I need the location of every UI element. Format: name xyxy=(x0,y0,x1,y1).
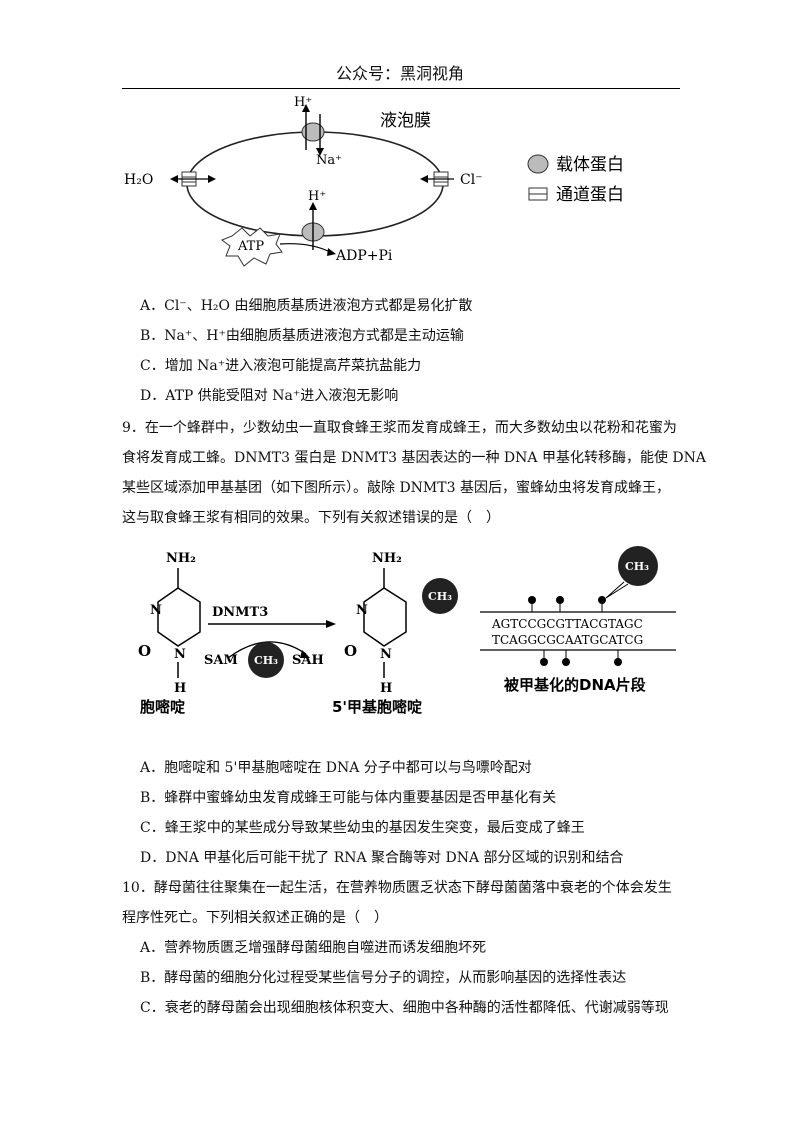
h-bottom-label: H⁺ xyxy=(308,189,326,204)
ch3-bubble-b xyxy=(422,578,458,614)
adp-label: ADP+Pi xyxy=(335,248,393,264)
na-label: Na⁺ xyxy=(316,153,342,168)
ch3-label-c: CH₃ xyxy=(625,560,649,573)
legend-channel-label: 通道蛋白 xyxy=(556,185,624,205)
cytosine-n-bottom: N xyxy=(174,647,186,662)
atp-label: ATP xyxy=(237,239,264,254)
q9-option-c: C．蜂王浆中的某些成分导致某些幼虫的基因发生突变，最后变成了蜂王 xyxy=(140,820,585,836)
ch3-label-a: CH₃ xyxy=(254,654,278,667)
q9-line-1: 9．在一个蜂群中，少数幼虫一直取食蜂王浆而发育成蜂王，而大多数幼虫以花粉和花蜜为 xyxy=(122,420,677,436)
cytosine-nh2: NH₂ xyxy=(166,551,196,566)
membrane-label: 液泡膜 xyxy=(380,111,431,131)
q9-option-d: D．DNA 甲基化后可能干扰了 RNA 聚合酶等对 DNA 部分区域的识别和结合 xyxy=(140,850,624,866)
vacuole-membrane xyxy=(186,131,444,237)
q9-option-b: B．蜂群中蜜蜂幼虫发育成蜂王可能与体内重要基因是否甲基化有关 xyxy=(140,790,557,806)
dna-methylation-diagram: NH₂ N N O H 胞嘧啶 DNMT3 SAM SAH CH₃ NH₂ N … xyxy=(138,546,676,716)
atp-burst xyxy=(220,227,283,267)
sah-label: SAH xyxy=(292,653,324,668)
q8-option-b: B．Na⁺、H⁺由细胞质基质进液泡方式都是主动运输 xyxy=(140,328,464,344)
q8-option-a: A．Cl⁻、H₂O 由细胞质基质进液泡方式都是易化扩散 xyxy=(140,298,473,314)
vacuole-transport-diagram: 液泡膜 H⁺ Na⁺ H₂O Cl⁻ H⁺ ATP ADP+Pi 载体蛋白 通道… xyxy=(124,95,624,267)
cytosine-h: H xyxy=(174,681,186,696)
methyl-n-bottom: N xyxy=(380,647,392,662)
carrier-protein-top xyxy=(301,122,325,142)
legend-carrier-label: 载体蛋白 xyxy=(556,155,624,175)
ch3-bubble-a xyxy=(248,642,284,678)
cytosine-n-top: N xyxy=(150,603,162,618)
q9-line-2: 食将发育成工蜂。DNMT3 蛋白是 DNMT3 基因表达的一种 DNA 甲基化转… xyxy=(122,450,706,466)
q10-line-2: 程序性死亡。下列相关叙述正确的是（ ） xyxy=(122,910,388,926)
dna-fragment-label: 被甲基化的DNA片段 xyxy=(504,676,646,694)
q8-option-d: D．ATP 供能受阻对 Na⁺进入液泡无影响 xyxy=(140,388,399,404)
methyl-n-top: N xyxy=(356,603,368,618)
enzyme-label: DNMT3 xyxy=(212,605,268,620)
cytosine-o: O xyxy=(138,642,151,660)
cl-label: Cl⁻ xyxy=(460,172,483,188)
q9-line-4: 这与取食蜂王浆有相同的效果。下列有关叙述错误的是（ ） xyxy=(122,510,500,526)
q9-option-a: A．胞嘧啶和 5'甲基胞嘧啶在 DNA 分子中都可以与鸟嘌呤配对 xyxy=(140,760,532,776)
ch3-bubble-c xyxy=(618,546,658,586)
methyl-h: H xyxy=(380,681,392,696)
q9-line-3: 某些区域添加甲基基团（如下图所示）。敲除 DNMT3 基因后，蜜蜂幼虫将发育成蜂… xyxy=(122,480,670,496)
q10-option-a: A．营养物质匮乏增强酵母菌细胞自噬进而诱发细胞坏死 xyxy=(140,940,487,956)
header-rule xyxy=(122,88,680,89)
cytosine-label: 胞嘧啶 xyxy=(139,698,185,716)
methyl-nh2: NH₂ xyxy=(372,551,402,566)
sam-label: SAM xyxy=(204,653,238,668)
q10-option-c: C．衰老的酵母菌会出现细胞核体积变大、细胞中各种酶的活性都降低、代谢减弱等现 xyxy=(140,1000,669,1016)
ch3-label-b: CH₃ xyxy=(428,590,452,603)
methylcytosine-label: 5'甲基胞嘧啶 xyxy=(332,698,422,716)
dna-strand-top: AGTCCGCGTTACGTAGC xyxy=(491,617,643,631)
legend-carrier-icon xyxy=(527,154,549,174)
methyl-o: O xyxy=(344,642,357,660)
q10-line-1: 10．酵母菌往往聚集在一起生活，在营养物质匮乏状态下酵母菌菌落中衰老的个体会发生 xyxy=(122,880,672,896)
q8-option-c: C．增加 Na⁺进入液泡可能提高芹菜抗盐能力 xyxy=(140,358,422,374)
page-header: 公众号：黑洞视角 xyxy=(335,64,464,83)
h2o-label: H₂O xyxy=(124,172,153,188)
q10-option-b: B．酵母菌的细胞分化过程受某些信号分子的调控，从而影响基因的选择性表达 xyxy=(140,970,627,986)
methylcytosine-ring xyxy=(363,587,407,647)
cytosine-ring xyxy=(157,587,201,647)
dna-strand-bottom: TCAGGCGCAATGCATCG xyxy=(492,633,643,647)
h-top-label: H⁺ xyxy=(294,95,312,110)
